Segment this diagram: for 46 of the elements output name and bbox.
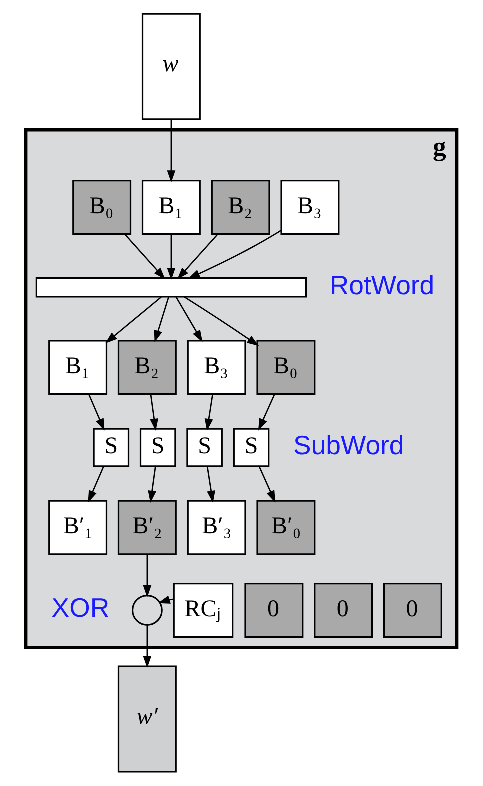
node-box: B₂ <box>211 180 270 236</box>
node-box: B₃ <box>187 340 246 396</box>
arrow <box>204 394 214 431</box>
node-box: B₀ <box>256 340 316 396</box>
node-box: S <box>233 428 270 468</box>
arrow <box>258 394 276 431</box>
arrow <box>88 394 105 431</box>
node-box: B₁ <box>48 340 108 396</box>
node-box: S <box>186 428 223 468</box>
node-box: B₂ <box>118 340 177 396</box>
arrow <box>177 234 218 280</box>
node-box: S <box>93 428 130 468</box>
node-box: B₁ <box>142 180 201 236</box>
arrow <box>143 625 152 668</box>
arrow <box>188 230 282 279</box>
arrow <box>150 394 159 431</box>
node-box: B′₂ <box>118 500 177 556</box>
label: XOR <box>52 593 110 624</box>
node-box: B′₃ <box>187 500 246 556</box>
arrow <box>206 466 216 503</box>
arrow <box>124 234 166 280</box>
node-box: S <box>140 428 176 468</box>
arrow <box>148 466 156 504</box>
label: RotWord <box>330 270 435 300</box>
node-box: B₃ <box>280 180 340 236</box>
arrow <box>167 120 176 183</box>
arrow <box>167 234 176 280</box>
node-box: w <box>142 13 201 120</box>
label: SubWord <box>294 430 404 460</box>
arrow <box>143 554 152 598</box>
arrow <box>88 466 104 503</box>
node-box: w′ <box>118 666 177 773</box>
node-box: B₀ <box>72 180 132 236</box>
node-box <box>36 277 308 298</box>
node-box: 0 <box>383 583 442 638</box>
node-box: B′₀ <box>256 500 316 556</box>
node-box: RCⱼ <box>173 583 234 638</box>
node-box: 0 <box>244 583 304 638</box>
arrow <box>176 296 203 342</box>
arrow <box>184 296 260 346</box>
arrow <box>105 296 162 344</box>
node-box: B′₁ <box>48 500 108 556</box>
arrow <box>258 466 276 503</box>
arrow <box>154 297 170 343</box>
node-box: 0 <box>314 583 374 638</box>
node-circle <box>132 595 163 626</box>
